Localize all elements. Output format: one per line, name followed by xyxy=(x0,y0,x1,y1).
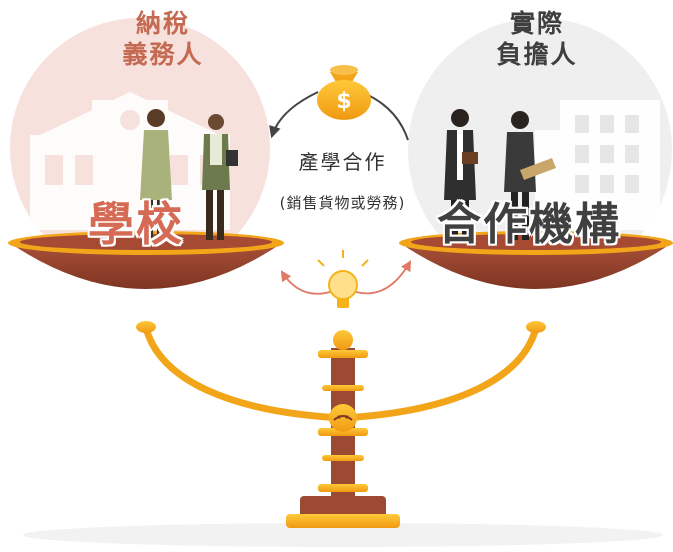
right-role-label: 實際 負擔人 xyxy=(482,8,592,70)
organization-staff-figures xyxy=(444,109,556,240)
school-staff-figures xyxy=(140,109,238,240)
school-label: 學校 xyxy=(88,197,184,251)
left-role-line2: 義務人 xyxy=(122,40,204,69)
left-role-line1: 納稅 xyxy=(135,9,190,38)
left-role-label: 納稅 義務人 xyxy=(118,8,208,70)
office-building-icon xyxy=(535,100,660,230)
right-role-line2: 負擔人 xyxy=(496,40,578,69)
scale-arm-right xyxy=(341,327,540,422)
right-role-line1: 實際 xyxy=(509,9,564,38)
scale-arm-left xyxy=(142,327,343,422)
center-title: 產學合作 xyxy=(298,150,387,174)
lightbulb-icon xyxy=(317,250,369,308)
arrow-bulb-to-school xyxy=(280,270,331,295)
scale-base xyxy=(23,496,663,547)
arrow-from-organization xyxy=(367,94,409,141)
money-symbol: $ xyxy=(336,89,351,114)
arrow-to-school xyxy=(269,91,319,139)
left-scale-pan xyxy=(8,231,284,333)
arrow-bulb-to-organization xyxy=(355,260,412,295)
organization-label: 合作機構 xyxy=(437,199,621,250)
center-subtitle: (銷售貨物或勞務) xyxy=(279,194,406,212)
money-bag-icon: $ xyxy=(317,65,371,120)
scale-pole xyxy=(318,330,368,496)
